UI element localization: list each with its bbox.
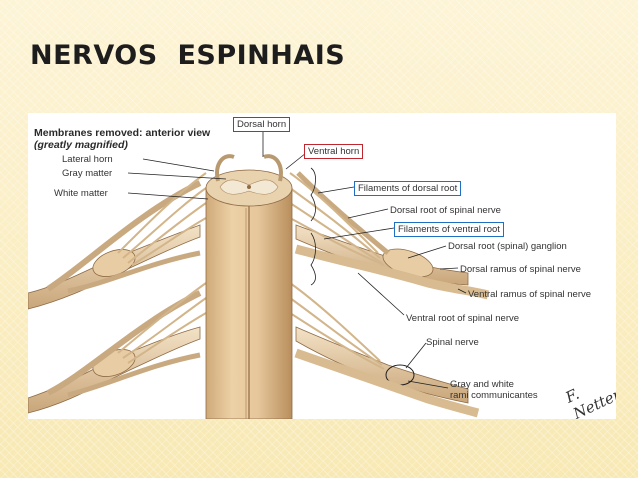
label-spinal-nerve: Spinal nerve [426, 337, 479, 348]
spinal-cord-illustration: Membranes removed: anterior view (greatl… [28, 113, 616, 419]
left-upper-spinal-nerve [28, 180, 202, 310]
label-gray-matter: Gray matter [62, 168, 113, 179]
spinal-cord [205, 154, 293, 419]
caption-title: Membranes removed: anterior view [34, 127, 211, 139]
label-filaments-dorsal-root: Filaments of dorsal root [354, 181, 462, 196]
label-filaments-ventral-root: Filaments of ventral root [394, 222, 504, 237]
label-ventral-horn: Ventral horn [304, 144, 364, 159]
right-upper-spinal-nerve [294, 171, 490, 300]
right-root-filaments [289, 172, 385, 370]
label-dorsal-horn: Dorsal horn [233, 117, 291, 132]
label-ventral-ramus: Ventral ramus of spinal nerve [468, 289, 592, 300]
label-gray-white-rami-line2: rami communicantes [450, 390, 538, 401]
label-dorsal-root-spinal-nerve: Dorsal root of spinal nerve [390, 205, 501, 216]
left-root-filaments [117, 172, 207, 364]
label-dorsal-ramus: Dorsal ramus of spinal nerve [460, 264, 581, 275]
label-lateral-horn: Lateral horn [62, 154, 113, 165]
label-white-matter: White matter [54, 188, 108, 199]
caption-subtitle: (greatly magnified) [34, 139, 128, 151]
slide-title: NERVOS ESPINHAIS [30, 40, 346, 71]
label-dorsal-root-ganglion: Dorsal root (spinal) ganglion [448, 241, 567, 252]
label-gray-white-rami-line1: Gray and white [450, 379, 514, 390]
label-ventral-root-spinal-nerve: Ventral root of spinal nerve [406, 313, 520, 324]
figure-caption: Membranes removed: anterior view (greatl… [34, 127, 210, 151]
left-lower-spinal-nerve [28, 290, 202, 414]
leader-lines [127, 131, 467, 389]
anatomy-drawing [28, 131, 490, 419]
